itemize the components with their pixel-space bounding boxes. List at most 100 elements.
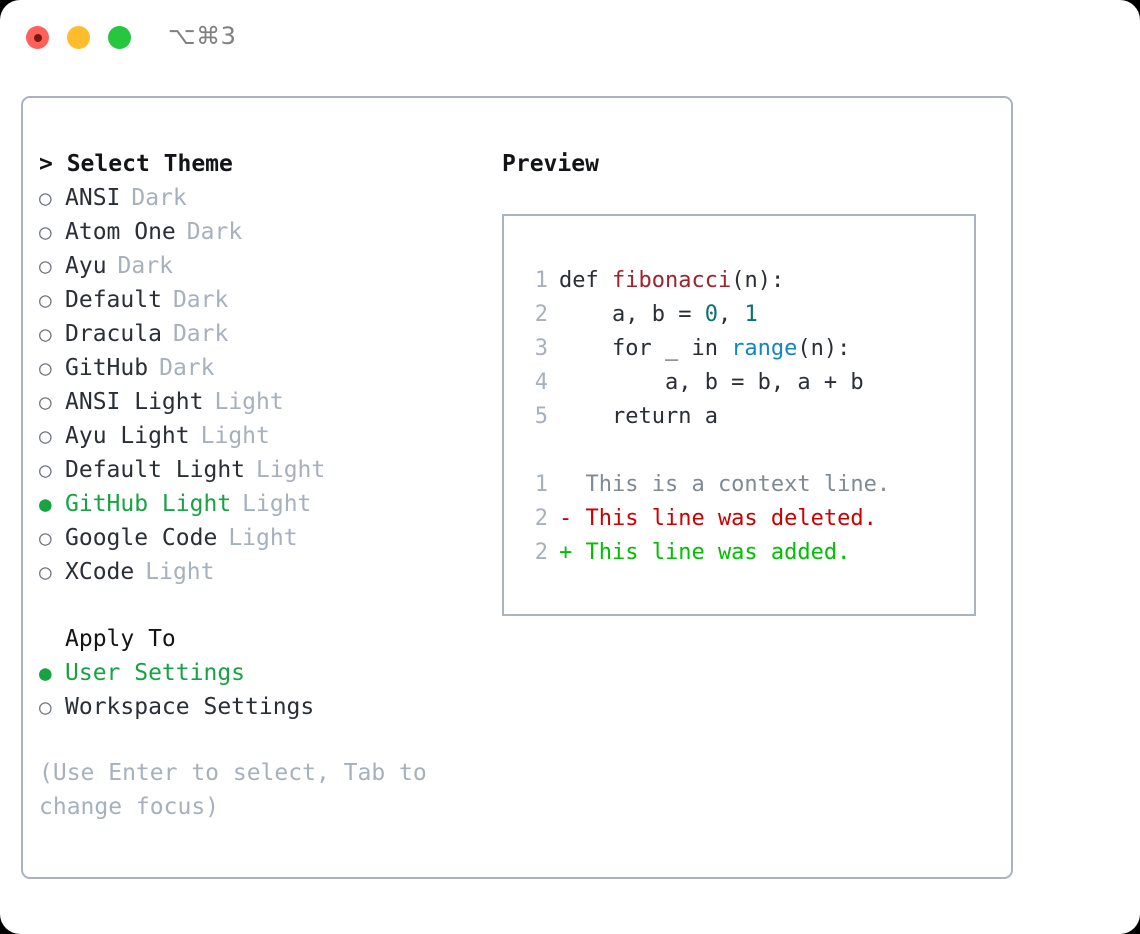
radio-unselected-icon: ○ — [39, 526, 52, 550]
radio-unselected-icon: ○ — [39, 356, 52, 380]
apply-option-workspace-settings[interactable]: ○ Workspace Settings — [39, 690, 489, 724]
radio-unselected-icon: ○ — [39, 424, 52, 448]
code-token-plain: a, b = — [559, 302, 705, 327]
radio-unselected-icon: ○ — [39, 560, 52, 584]
apply-option-label: Workspace Settings — [65, 694, 315, 720]
diff-sample-block: 1 This is a context line. 2 - This line wa… — [522, 468, 974, 570]
code-token-plain: for _ in — [559, 336, 732, 361]
code-token-function: fibonacci — [611, 268, 732, 293]
radio-unselected-icon: ○ — [39, 254, 52, 278]
theme-option-label: ANSI — [65, 185, 121, 211]
theme-variant-badge: Dark — [159, 355, 215, 381]
code-token-plain: def — [559, 268, 612, 293]
theme-variant-badge: Light — [200, 423, 270, 449]
theme-option-label: GitHub — [65, 355, 149, 381]
code-line-number: 1 — [534, 268, 548, 293]
theme-option-ayu-light[interactable]: ○ Ayu Light Light — [39, 419, 489, 453]
apply-to-heading: Apply To — [39, 622, 489, 656]
code-line-number: 2 — [534, 302, 548, 327]
diff-line-context: 1 This is a context line. — [522, 468, 974, 502]
diff-line-number: 2 — [534, 506, 548, 531]
theme-option-github[interactable]: ○ GitHub Dark — [39, 351, 489, 385]
theme-option-atom-one[interactable]: ○ Atom One Dark — [39, 215, 489, 249]
theme-variant-badge: Light — [145, 559, 215, 585]
code-token-plain: return a — [559, 404, 718, 429]
radio-unselected-icon: ○ — [39, 288, 52, 312]
code-line-number: 3 — [534, 336, 548, 361]
keyboard-shortcut-label: ⌥⌘3 — [168, 22, 237, 50]
preview-heading: Preview — [502, 151, 599, 177]
theme-option-xcode[interactable]: ○ XCode Light — [39, 555, 489, 589]
diff-line-text: + This line was added. — [559, 540, 851, 565]
minimize-button-icon[interactable] — [67, 26, 90, 49]
code-line: 2 a, b = 0, 1 — [522, 298, 974, 332]
radio-unselected-icon: ○ — [39, 322, 52, 346]
code-line-number: 4 — [534, 370, 548, 395]
close-button-icon[interactable] — [26, 26, 49, 49]
diff-line-number: 1 — [534, 472, 548, 497]
theme-option-ayu[interactable]: ○ Ayu Dark — [39, 249, 489, 283]
diff-line-deleted: 2 - This line was deleted. — [522, 502, 974, 536]
theme-variant-badge: Dark — [172, 287, 229, 313]
code-token-builtin: range — [731, 336, 798, 361]
apply-option-user-settings[interactable]: ● User Settings — [39, 656, 489, 690]
code-token-plain: a, b = b, a + b — [559, 370, 864, 395]
theme-option-label: Atom One — [65, 219, 176, 245]
code-line: 5 return a — [522, 400, 974, 434]
theme-variant-badge: Light — [242, 491, 312, 517]
code-line: 3 for _ in range(n): — [522, 332, 974, 366]
radio-unselected-icon: ○ — [39, 220, 52, 244]
code-line: 4 a, b = b, a + b — [522, 366, 974, 400]
apply-option-label: User Settings — [65, 660, 246, 686]
code-token-number: 1 — [744, 302, 758, 327]
maximize-button-icon[interactable] — [108, 26, 131, 49]
diff-line-added: 2 + This line was added. — [522, 536, 974, 570]
theme-option-label: Ayu — [65, 253, 107, 279]
theme-option-label: XCode — [65, 559, 135, 585]
code-token-plain: (n): — [797, 336, 851, 361]
keyboard-hint-text: (Use Enter to select, Tab to change focu… — [39, 760, 441, 820]
focus-caret-icon: > — [39, 151, 67, 177]
theme-option-label: GitHub Light — [65, 491, 232, 517]
theme-option-github-light[interactable]: ● GitHub Light Light — [39, 487, 489, 521]
code-token-plain: , — [717, 302, 745, 327]
theme-variant-badge: Light — [228, 525, 298, 551]
diff-line-text: - This line was deleted. — [559, 506, 877, 531]
code-diff-gap — [522, 434, 974, 468]
theme-option-label: Default Light — [65, 457, 246, 483]
apply-to-indent — [39, 622, 65, 656]
theme-option-label: Ayu Light — [65, 423, 190, 449]
theme-variant-badge: Dark — [172, 321, 229, 347]
theme-variant-badge: Dark — [117, 253, 173, 279]
radio-selected-icon: ● — [39, 492, 52, 516]
theme-variant-badge: Light — [256, 457, 326, 483]
theme-variant-badge: Light — [214, 389, 284, 415]
theme-option-ansi-light[interactable]: ○ ANSI Light Light — [39, 385, 489, 419]
diff-line-number: 2 — [534, 540, 548, 565]
code-token-plain: (n): — [731, 268, 785, 293]
theme-variant-badge: Dark — [186, 219, 243, 245]
radio-unselected-icon: ○ — [39, 458, 52, 482]
theme-option-label: Default — [65, 287, 162, 313]
radio-unselected-icon: ○ — [39, 695, 52, 719]
theme-option-label: ANSI Light — [65, 389, 204, 415]
code-line-number: 5 — [534, 404, 548, 429]
radio-selected-icon: ● — [39, 661, 52, 685]
code-line: 1 def fibonacci(n): — [522, 264, 974, 298]
apply-option-list: ● User Settings ○ Workspace Settings — [39, 656, 489, 724]
theme-option-default-light[interactable]: ○ Default Light Light — [39, 453, 489, 487]
theme-option-default[interactable]: ○ Default Dark — [39, 283, 489, 317]
theme-variant-badge: Dark — [131, 185, 187, 211]
hint-spacer — [39, 724, 489, 756]
radio-unselected-icon: ○ — [39, 390, 52, 414]
